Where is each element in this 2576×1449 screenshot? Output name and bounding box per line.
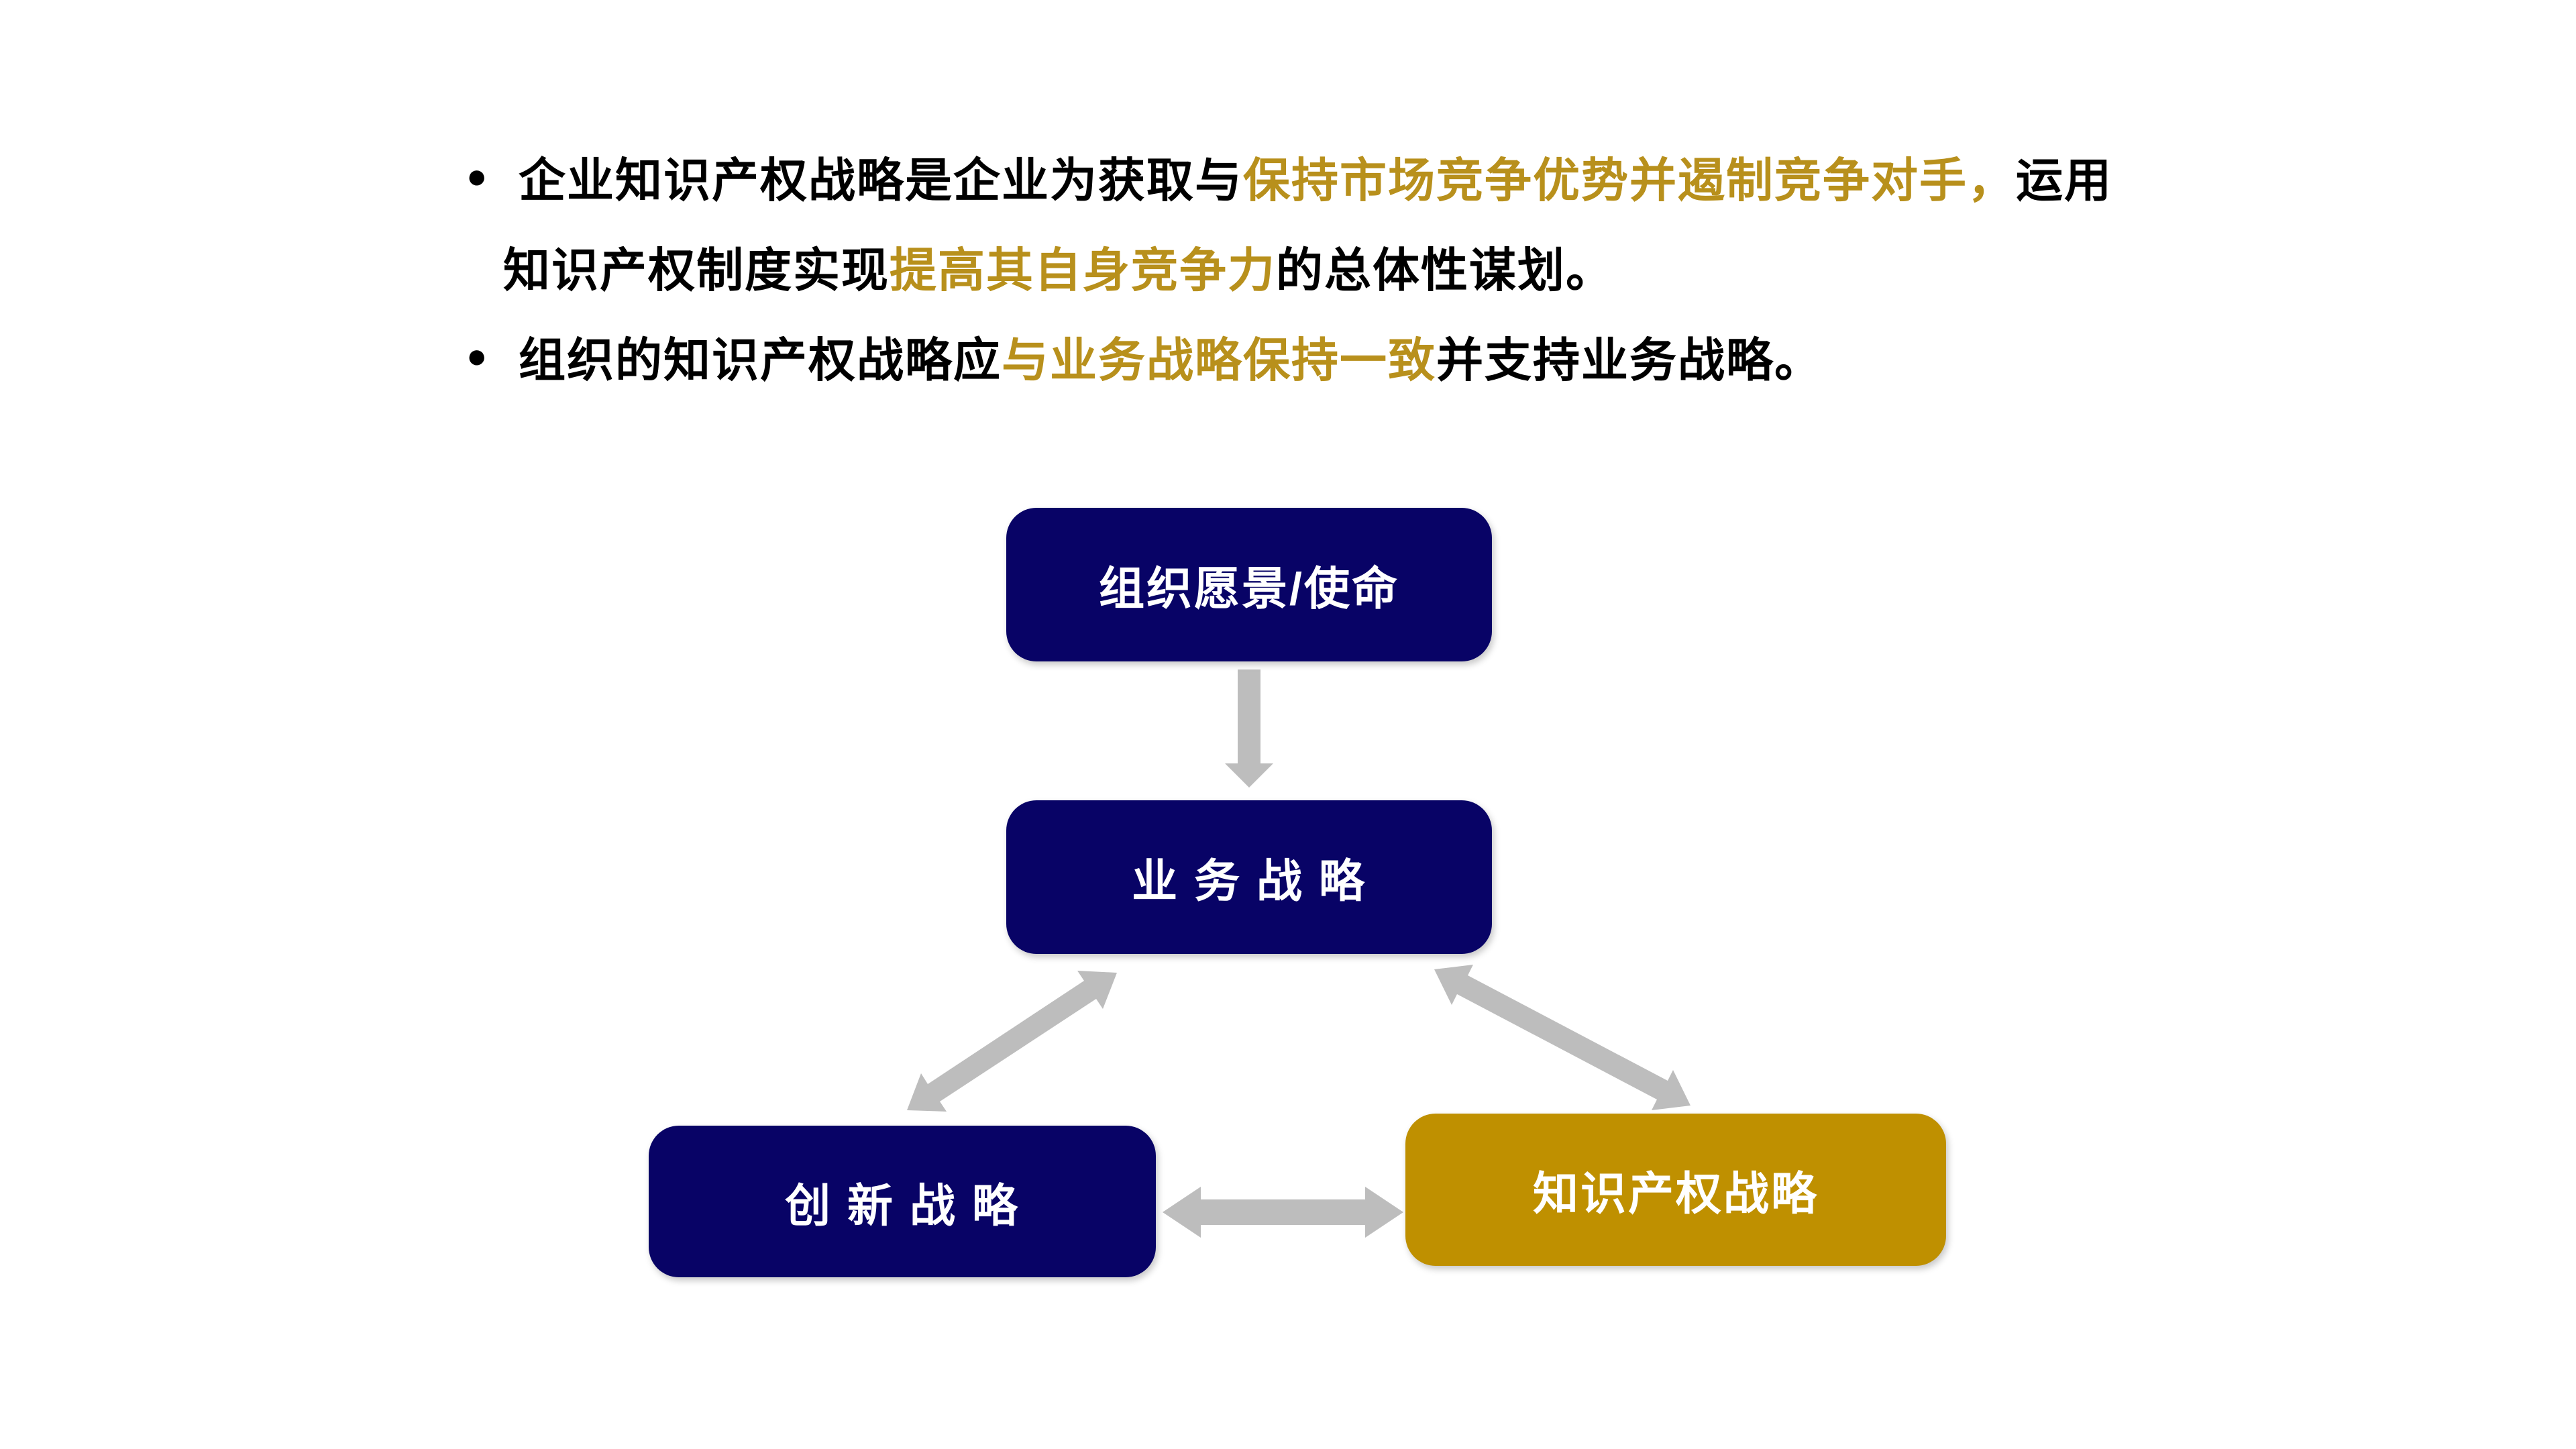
- bullet-1-line-1: ● 企业知识产权战略是企业为获取与保持市场竞争优势并遏制竞争对手，运用: [466, 131, 2277, 221]
- bullet-1-text-line-1: 企业知识产权战略是企业为获取与保持市场竞争优势并遏制竞争对手，运用: [519, 143, 2112, 211]
- bullet-list: ● 企业知识产权战略是企业为获取与保持市场竞争优势并遏制竞争对手，运用 知识产权…: [466, 131, 2277, 401]
- highlight-text-segment: 与业务战略保持一致: [1002, 333, 1436, 386]
- arrow-horizontal-icon: [1163, 1187, 1403, 1238]
- box-ip-label: 知识产权战略: [1532, 1169, 1819, 1220]
- text-segment: 知识产权制度实现: [503, 244, 890, 297]
- box-business-label: 业 务 战 略: [1132, 856, 1366, 907]
- arrow-down-icon: [1225, 669, 1273, 788]
- text-segment: 并支持业务战略。: [1436, 333, 1823, 386]
- box-ip-strategy: 知识产权战略: [1405, 1114, 1946, 1266]
- bullet-1-text-line-2: 知识产权制度实现提高其自身竞争力的总体性谋划。: [503, 233, 1614, 301]
- text-segment: 组织的知识产权战略应: [519, 333, 1002, 386]
- box-innovation-strategy: 创 新 战 略: [649, 1126, 1156, 1277]
- bullet-icon: ●: [466, 337, 489, 376]
- text-segment: 运用: [2016, 154, 2112, 207]
- text-segment: 的总体性谋划。: [1276, 244, 1614, 297]
- highlight-text-segment: 提高其自身竞争力: [890, 244, 1276, 297]
- bullet-2-text: 组织的知识产权战略应与业务战略保持一致并支持业务战略。: [519, 323, 1823, 390]
- arrow-diagonal-right-icon: [1434, 965, 1690, 1110]
- bullet-1-line-2: 知识产权制度实现提高其自身竞争力的总体性谋划。: [466, 221, 2277, 311]
- box-vision-mission: 组织愿景/使命: [1006, 508, 1492, 661]
- highlight-text-segment: 保持市场竞争优势并遏制竞争对手，: [1243, 154, 2016, 207]
- box-vision-label: 组织愿景/使命: [1099, 564, 1399, 614]
- bullet-icon: ●: [466, 157, 489, 196]
- arrow-diagonal-left-icon: [907, 971, 1117, 1112]
- text-segment: 企业知识产权战略是企业为获取与: [519, 154, 1243, 207]
- bullet-2-line-1: ● 组织的知识产权战略应与业务战略保持一致并支持业务战略。: [466, 311, 2277, 401]
- box-innovation-label: 创 新 战 略: [785, 1180, 1020, 1232]
- box-business-strategy: 业 务 战 略: [1006, 800, 1492, 954]
